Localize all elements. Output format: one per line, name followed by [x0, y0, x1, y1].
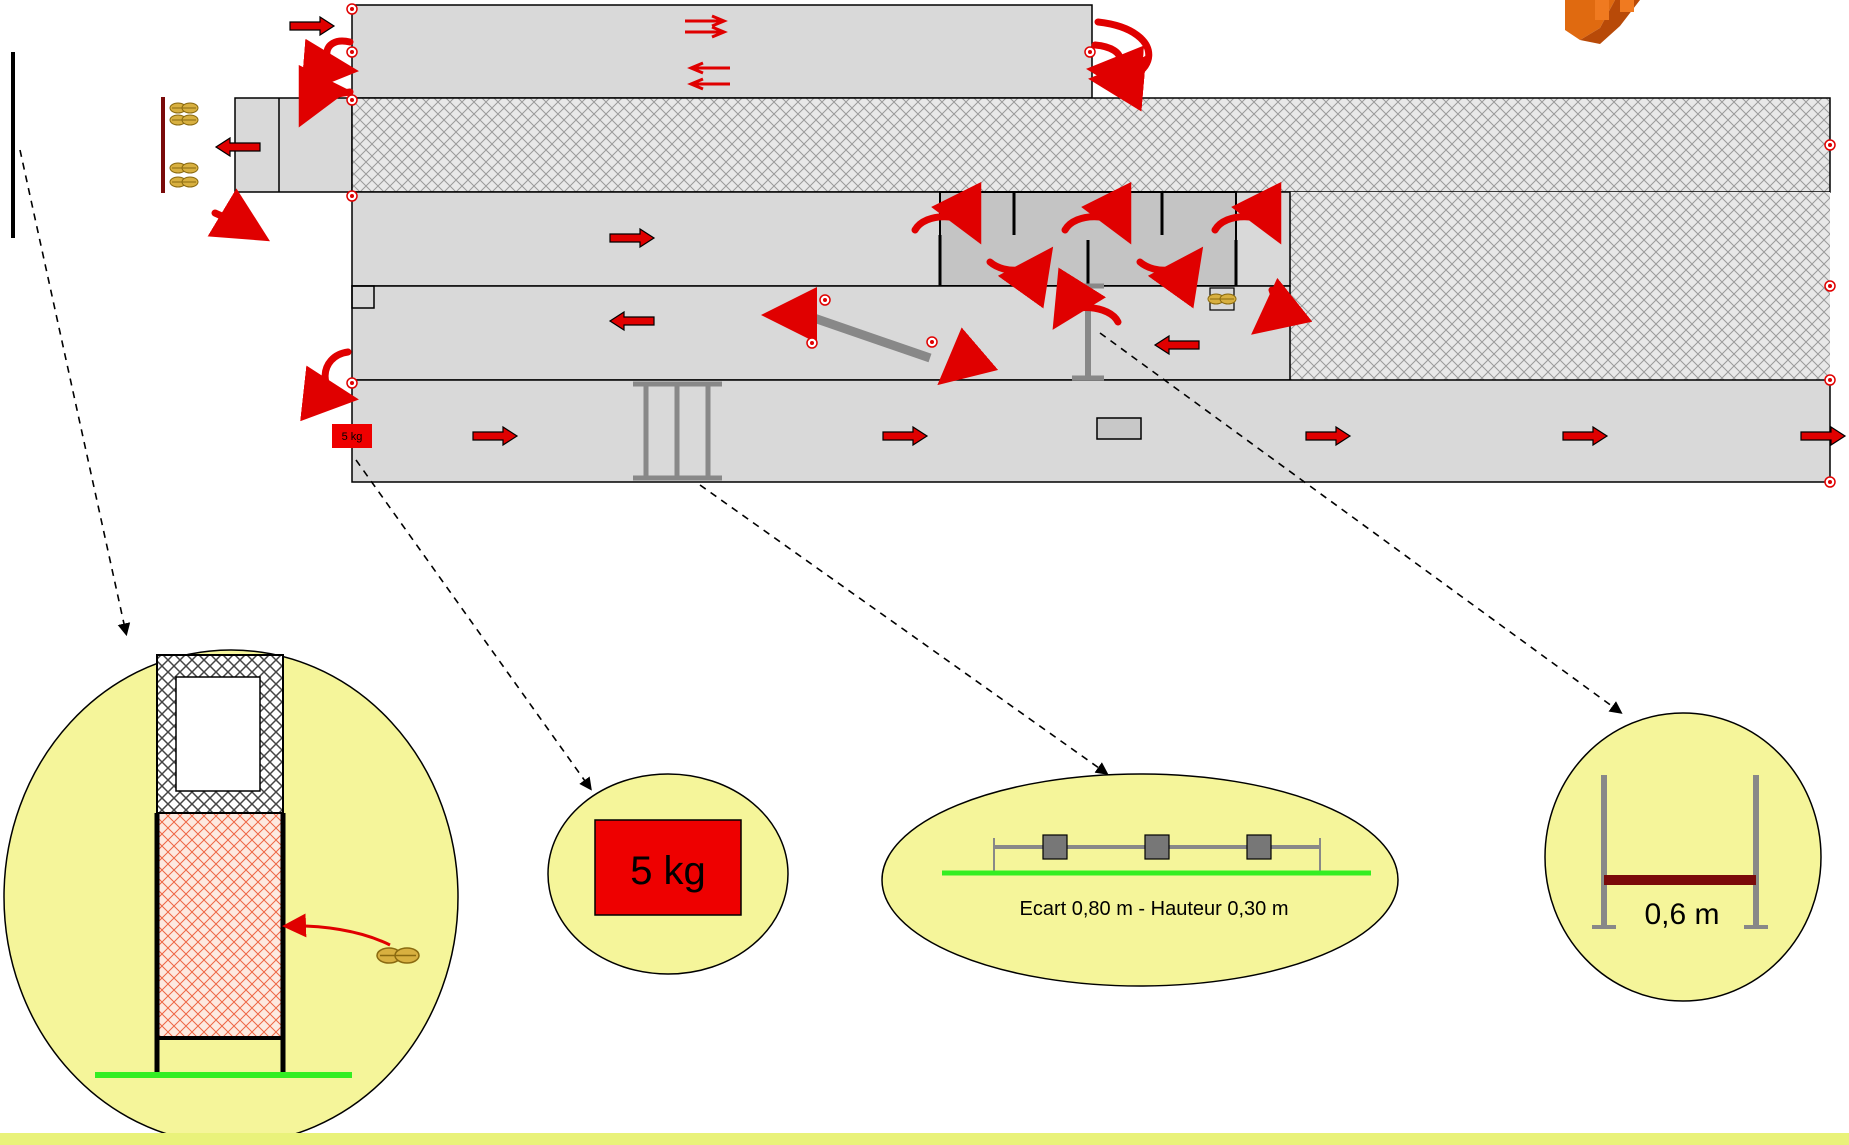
bar-detail-label: 0,6 m — [1644, 898, 1719, 931]
rope-ball-icon — [169, 162, 199, 174]
u-turn-arrow-icon — [937, 327, 999, 386]
detail-hurdles: Ecart 0,80 m - Hauteur 0,30 m — [881, 773, 1399, 987]
u-turn-arrow-icon — [207, 188, 271, 242]
balance-beam — [812, 313, 932, 363]
u-turn-arrow-icon — [761, 287, 818, 344]
detail-bar: 0,6 m — [1544, 712, 1822, 1002]
net-wall-top — [351, 97, 1831, 193]
rope-ball-icon — [169, 102, 199, 114]
hurdles-obstacle — [633, 381, 722, 481]
detail-throw-target — [3, 649, 459, 1145]
leader-line — [355, 459, 592, 791]
u-turn-arrow-icon — [1086, 41, 1145, 102]
u-turn-arrow-icon — [300, 348, 359, 422]
u-turn-arrow-icon — [298, 64, 354, 128]
arrow-right-icon — [289, 16, 335, 36]
u-turn-arrow-icon — [911, 181, 982, 245]
leader-line — [1099, 332, 1623, 714]
tunnel-box — [1096, 417, 1142, 440]
u-turn-arrow-icon — [986, 246, 1054, 309]
leader-line — [19, 149, 131, 637]
hurdles-detail-label: Ecart 0,80 m - Hauteur 0,30 m — [1019, 898, 1288, 920]
weight-detail-label: 5 kg — [630, 849, 706, 893]
bottom-band — [0, 1133, 1849, 1145]
u-turn-arrow-icon — [300, 37, 359, 95]
u-turn-arrow-icon — [1136, 246, 1204, 309]
arrow-left-icon — [687, 61, 730, 91]
rope-ball-icon — [169, 114, 199, 126]
detail-weight: 5 kg — [547, 773, 789, 975]
u-turn-arrow-icon — [1211, 181, 1282, 245]
u-turn-arrow-icon — [1052, 267, 1122, 330]
u-turn-arrow-icon — [1061, 181, 1132, 245]
net-wall-right — [1290, 192, 1830, 380]
leader-line — [699, 484, 1109, 775]
rope-ball-icon — [376, 947, 420, 964]
start-weight — [332, 424, 372, 448]
start-weight-label: 5 kg — [342, 431, 363, 443]
u-turn-arrow-icon — [1251, 277, 1313, 335]
rope-ball-icon — [169, 176, 199, 188]
logo-icon — [1565, 0, 1640, 44]
arrow-right-icon — [685, 14, 728, 39]
lane-5 — [351, 379, 1831, 483]
